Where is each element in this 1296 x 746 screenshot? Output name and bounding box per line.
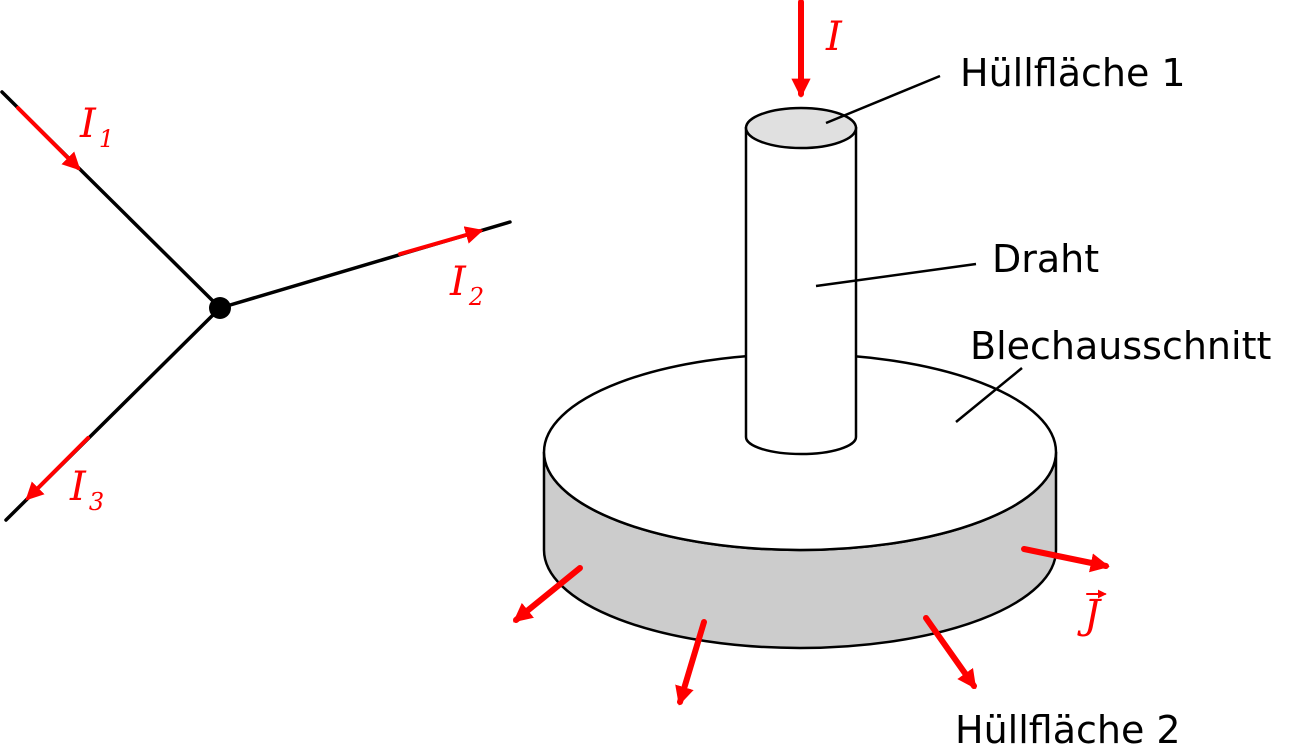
conductor-diagram: I J Hüllfläche 1 Draht Blechausschnitt H…	[513, 0, 1271, 746]
junction-node	[209, 297, 231, 319]
current-density-symbol: J	[1077, 592, 1102, 638]
density-arrow-right	[1021, 546, 1110, 573]
current-arrow-2	[398, 226, 484, 256]
current-density-label: J	[1077, 589, 1107, 638]
wire-label: Draht	[992, 237, 1099, 281]
density-arrow-front-right	[923, 615, 977, 690]
incoming-current-label: I	[825, 14, 843, 60]
surface-2-label: Hüllfläche 2	[955, 708, 1181, 746]
sheet-leader	[955, 367, 1023, 423]
wire-leader	[815, 262, 977, 288]
current-arrow-3	[25, 436, 90, 501]
sheet-label: Blechausschnitt	[970, 324, 1271, 368]
density-arrow-left	[513, 565, 583, 623]
wire-cylinder-body	[744, 126, 858, 456]
surface-1-label: Hüllfläche 1	[960, 51, 1186, 95]
current-arrow-1	[16, 106, 81, 171]
surface-1-cap	[744, 106, 858, 150]
surface-1-leader	[825, 74, 941, 125]
density-arrow-front	[675, 619, 707, 706]
